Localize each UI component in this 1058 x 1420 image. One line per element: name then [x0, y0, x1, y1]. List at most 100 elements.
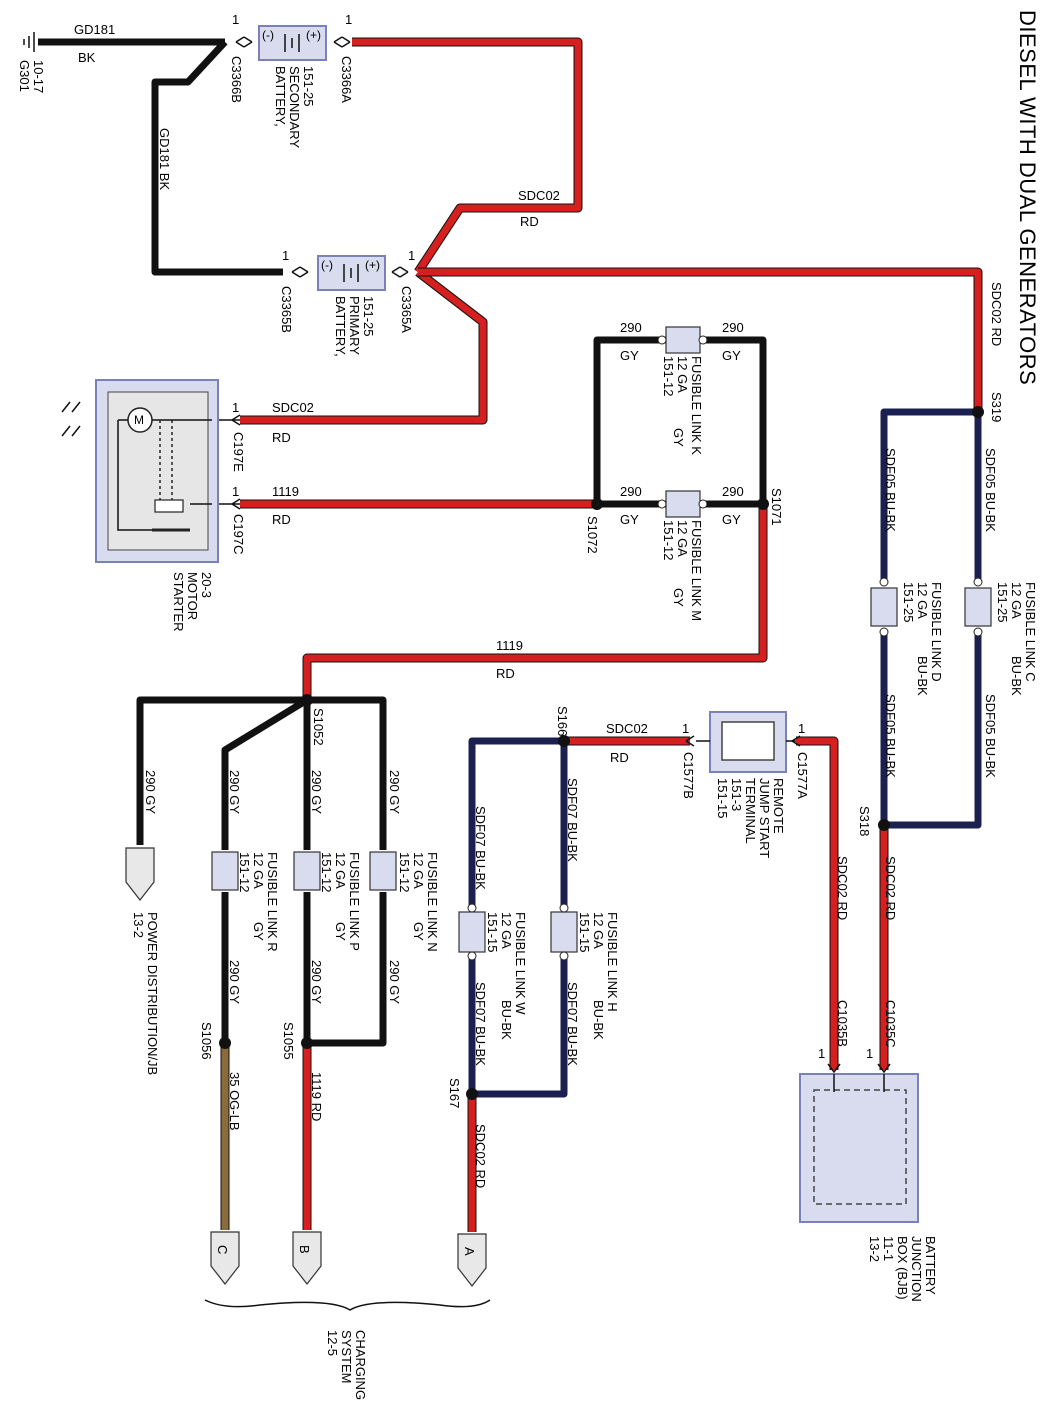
battery-primary-line2: PRIMARY: [347, 296, 362, 355]
starter-motor: M: [95, 379, 219, 563]
wire-sdc02-secondary: [352, 37, 583, 275]
battery-secondary-line3: 151-25: [301, 66, 316, 106]
fusible-link-h-line1: FUSIBLE LINK H: [605, 912, 620, 1012]
wire-sdc02-c1035b: [796, 736, 839, 1070]
label-gy-m-left: GY: [620, 512, 639, 527]
fusible-link-w-line3: 151-15: [485, 912, 500, 952]
label-sdf07-left: SDF07 BU-BK: [473, 806, 488, 890]
label-sdf05-right: SDF05 BU-BK: [983, 448, 998, 532]
fusible-link-d: [870, 577, 898, 637]
fusible-link-c-line1: FUSIBLE LINK C: [1023, 582, 1038, 682]
fusible-link-n-line3: 151-12: [397, 852, 412, 892]
splice-s318-label: S318: [857, 806, 872, 836]
wire-sdc02-starter: [240, 268, 488, 425]
fusible-link-n-line4: GY: [411, 922, 426, 941]
fusible-link-k-line4: GY: [671, 428, 686, 447]
fusible-link-c-line2: 12 GA: [1009, 582, 1024, 619]
battery-secondary: (-) (+): [258, 25, 327, 61]
fusible-link-d-line2: 12 GA: [915, 582, 930, 619]
pin-c3365b: 1: [282, 248, 289, 263]
label-290-gy-r-lower: 290 GY: [227, 960, 242, 1004]
label-sdf05-right-lower: SDF05 BU-BK: [983, 694, 998, 778]
terminal-a: [457, 1233, 487, 1287]
splice-s1052-label: S1052: [311, 708, 326, 746]
fusible-link-h-line4: BU-BK: [591, 1000, 606, 1040]
wire-290-gy-fanout: [136, 696, 387, 1047]
fusible-link-n-line2: 12 GA: [411, 852, 426, 889]
remote-jump-line5: 151-15: [715, 778, 730, 818]
label-290-gy-p-lower: 290 GY: [309, 960, 324, 1004]
pin-c1035c: 1: [866, 1046, 873, 1061]
connector-c1577b: C1577B: [681, 752, 696, 799]
power-distribution-terminal: [125, 847, 155, 901]
connector-c1577a: C1577A: [795, 752, 810, 799]
splice-s318: [878, 819, 890, 831]
label-290-gy-p: 290 GY: [309, 770, 324, 814]
label-bk-top: BK: [78, 50, 96, 65]
power-dist-line2: 13-2: [131, 912, 146, 938]
fusible-link-p-line3: 151-12: [319, 852, 334, 892]
fusible-link-r: [211, 851, 239, 891]
label-290-m-right: 290: [722, 484, 744, 499]
label-rd-mid: RD: [496, 666, 515, 681]
wire-gd181: [38, 38, 283, 276]
bjb-line1: BATTERY: [923, 1236, 938, 1295]
pin-c3366a: 1: [345, 12, 352, 27]
label-290-gy-pd: 290 GY: [143, 770, 158, 814]
label-290-gy-n-lower: 290 GY: [387, 960, 402, 1004]
wire-sdc02-s319: [418, 267, 983, 412]
battery-secondary-line2: SECONDARY: [287, 66, 302, 148]
splice-s1056-label: S1056: [199, 1022, 214, 1060]
motor-symbol: M: [134, 413, 144, 427]
fusible-link-c-line4: BU-BK: [1009, 656, 1024, 696]
connector-c197c: C197C: [231, 514, 246, 554]
starter-motor-line1: STARTER: [171, 572, 186, 631]
splice-s1055-label: S1055: [281, 1022, 296, 1060]
fusible-link-m-line1: FUSIBLE LINK M: [689, 520, 704, 621]
label-rd-starter: RD: [272, 430, 291, 445]
fusible-link-p-line2: 12 GA: [333, 852, 348, 889]
ground-id: G301: [17, 60, 32, 92]
label-sdf07-left-lower: SDF07 BU-BK: [473, 982, 488, 1066]
fusible-link-r-line2: 12 GA: [251, 852, 266, 889]
ground-icon: [23, 32, 35, 52]
label-sdf07-right: SDF07 BU-BK: [565, 778, 580, 862]
terminal-b-label: B: [297, 1245, 312, 1254]
starter-motor-line3: 20-3: [199, 572, 214, 598]
battery-primary: (-) (+): [317, 255, 386, 291]
label-gd181-top: GD181: [74, 22, 115, 37]
fusible-link-h: [550, 903, 578, 961]
label-gd181-bk-vertical: GD181 BK: [157, 128, 172, 190]
label-gy-k-left: GY: [620, 348, 639, 363]
label-sdc02-starter: SDC02: [272, 400, 314, 415]
pin-c197e: 1: [232, 400, 239, 415]
rotated-labels: G301 10-17 C3366B C3366A C3365B C3365A B…: [17, 56, 1038, 1400]
power-dist-line1: POWER DISTRIBUTION/JB: [145, 912, 160, 1075]
fusible-link-m-line3: 151-12: [661, 520, 676, 560]
splice-s167-label: S167: [447, 1078, 462, 1108]
pin-c1035b: 1: [818, 1046, 825, 1061]
connector-c197e: C197E: [231, 432, 246, 472]
wire-sdf05: [880, 408, 982, 829]
charging-line1: CHARGING: [353, 1330, 368, 1400]
battery-primary-line1: BATTERY,: [333, 296, 348, 357]
wire-sdf07: [468, 737, 568, 1098]
splice-s319-label: S319: [989, 392, 1004, 422]
label-rd-top: RD: [520, 214, 539, 229]
wire-290-gy-loop: [593, 336, 767, 508]
terminal-c-label: C: [215, 1245, 230, 1254]
fusible-link-m-line2: 12 GA: [675, 520, 690, 557]
label-gy-m-right: GY: [722, 512, 741, 527]
fusible-link-d-line3: 151-25: [901, 582, 916, 622]
fusible-link-w-line2: 12 GA: [499, 912, 514, 949]
connector-c1035c: C1035C: [883, 1000, 898, 1048]
label-sdc02-rd-a: SDC02 RD: [473, 1124, 488, 1188]
battery-secondary-pos: (+): [306, 28, 321, 42]
label-290-k-left: 290: [620, 320, 642, 335]
pin-c3366b: 1: [232, 12, 239, 27]
connector-c3365a: C3365A: [399, 286, 414, 333]
fusible-link-m: [657, 490, 708, 518]
remote-jump-start-terminal: [696, 711, 796, 773]
battery-primary-neg: (-): [321, 258, 333, 272]
